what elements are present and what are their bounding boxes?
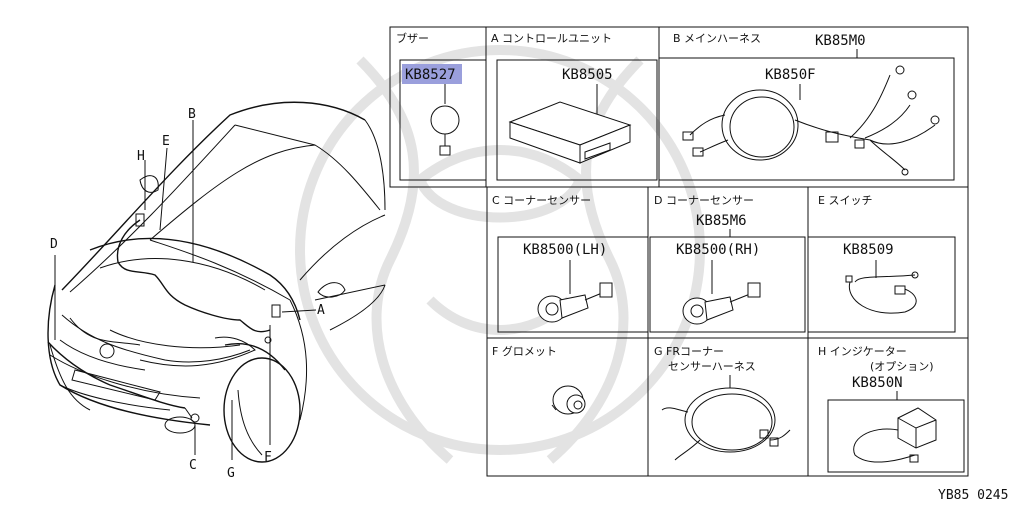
corner-sensor-rh-icon bbox=[682, 282, 761, 325]
switch-section: E スイッチ KB8509 bbox=[818, 194, 919, 314]
callout-e: E bbox=[162, 134, 170, 149]
corner-sensor-lh-title: C コーナーセンサー bbox=[492, 194, 591, 207]
watermark-emblem bbox=[295, 45, 705, 464]
control-unit-section: A コントロールユニット KB8505 bbox=[491, 32, 632, 164]
grommet-icon bbox=[551, 385, 586, 415]
indicator-icon bbox=[853, 407, 937, 463]
callout-c: C bbox=[189, 458, 197, 473]
callout-h: H bbox=[137, 149, 145, 164]
part-highlight bbox=[402, 64, 462, 84]
fr-corner-harness-section: G FRコーナー センサーハーネス bbox=[654, 345, 791, 461]
grommet-section: F グロメット bbox=[492, 344, 586, 415]
main-harness-section: B メインハーネス KB85M0 KB850F bbox=[673, 32, 940, 176]
indicator-section: H インジケーター (オプション) KB850N bbox=[818, 345, 937, 463]
switch-part-number[interactable]: KB8509 bbox=[843, 242, 894, 258]
callout-a: A bbox=[317, 303, 325, 318]
main-harness-part-number[interactable]: KB850F bbox=[765, 67, 816, 83]
callout-b: B bbox=[188, 107, 196, 122]
callout-d: D bbox=[50, 237, 58, 252]
main-harness-assy-number[interactable]: KB85M0 bbox=[815, 33, 866, 49]
corner-sensor-rh-title: D コーナーセンサー bbox=[654, 194, 754, 207]
indicator-title-line2: (オプション) bbox=[870, 360, 934, 373]
fr-corner-harness-title-line2: センサーハーネス bbox=[668, 360, 756, 373]
car-callouts: B E H D C G F A bbox=[50, 107, 325, 481]
main-harness-title: B メインハーネス bbox=[673, 32, 761, 45]
car-illustration bbox=[47, 101, 386, 463]
corner-sensor-lh-section: C コーナーセンサー KB8500(LH) bbox=[492, 194, 613, 323]
fr-corner-harness-icon bbox=[661, 387, 791, 461]
corner-sensor-rh-assy-number[interactable]: KB85M6 bbox=[696, 213, 747, 229]
control-unit-icon bbox=[508, 101, 632, 164]
buzzer-part-number[interactable]: KB8527 bbox=[405, 67, 456, 83]
buzzer-title: ブザー bbox=[396, 31, 429, 45]
callout-f: F bbox=[264, 450, 272, 465]
switch-title: E スイッチ bbox=[818, 194, 872, 207]
callout-g: G bbox=[227, 466, 235, 481]
control-unit-title: A コントロールユニット bbox=[491, 32, 612, 45]
switch-icon bbox=[845, 271, 919, 314]
corner-sensor-lh-icon bbox=[537, 282, 613, 323]
indicator-part-number[interactable]: KB850N bbox=[852, 375, 903, 391]
grommet-title: F グロメット bbox=[492, 344, 557, 358]
main-harness-icon bbox=[682, 65, 940, 176]
corner-sensor-rh-section: D コーナーセンサー KB85M6 KB8500(RH) bbox=[654, 194, 761, 325]
figure-code: YB85 0245 bbox=[938, 488, 1008, 503]
indicator-title-line1: H インジケーター bbox=[818, 345, 907, 358]
fr-corner-harness-title-line1: G FRコーナー bbox=[654, 345, 724, 358]
buzzer-section: ブザー KB8527 bbox=[396, 31, 462, 156]
control-unit-part-number[interactable]: KB8505 bbox=[562, 67, 613, 83]
corner-sensor-rh-part-number[interactable]: KB8500(RH) bbox=[676, 242, 760, 258]
corner-sensor-lh-part-number[interactable]: KB8500(LH) bbox=[523, 242, 607, 258]
buzzer-icon bbox=[430, 105, 460, 135]
